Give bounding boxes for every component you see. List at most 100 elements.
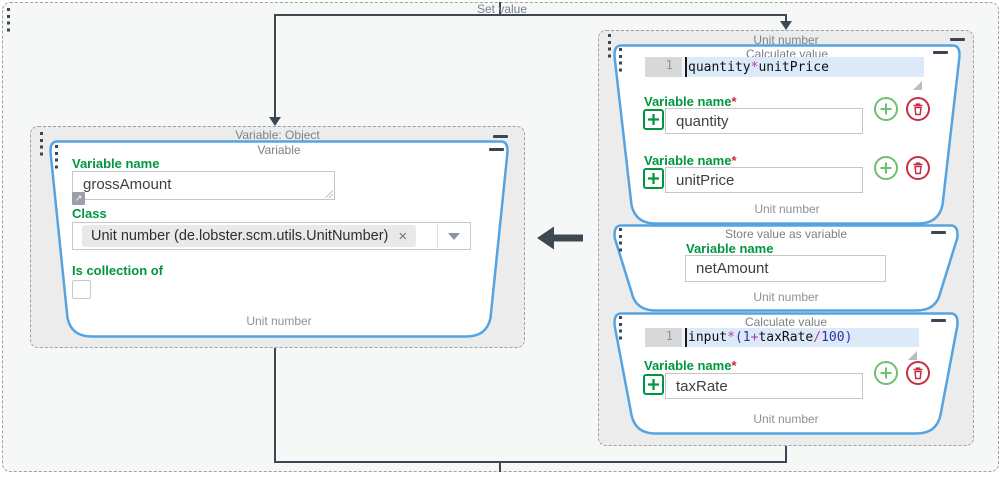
code-token: 100: [821, 330, 844, 345]
expression-editor: 1 quantity * unitPrice: [645, 57, 924, 77]
text-caret: [685, 57, 687, 77]
minimize-button[interactable]: [933, 51, 948, 54]
required-star: *: [731, 94, 736, 109]
variable-name-label: Variable name*: [644, 153, 737, 168]
code-token: *: [727, 330, 735, 345]
add-parameter-button[interactable]: [874, 156, 898, 180]
insert-variable-button[interactable]: [643, 374, 664, 395]
code-token: input: [688, 330, 727, 345]
resize-grip-icon[interactable]: [324, 189, 333, 198]
drag-handle[interactable]: [619, 228, 622, 252]
code-token: *: [751, 60, 759, 75]
minimize-button[interactable]: [493, 135, 508, 138]
minimize-button[interactable]: [489, 148, 504, 151]
variable-name-label: Variable name: [72, 156, 159, 171]
node-title: Store value as variable: [652, 227, 920, 241]
required-star: *: [731, 358, 736, 373]
code-token: 1: [743, 330, 751, 345]
plus-icon: [647, 172, 660, 185]
expression-editor: 1 input * ( 1 + taxRate / 100 ): [645, 328, 919, 347]
label-text: Variable name: [686, 241, 773, 256]
node-footer: Unit number: [48, 314, 510, 328]
class-chip: Unit number (de.lobster.scm.utils.UnitNu…: [82, 225, 416, 247]
variable-name-input[interactable]: [685, 255, 886, 282]
remove-class-icon[interactable]: ×: [398, 229, 407, 244]
connector-bottom-horizontal: [274, 461, 787, 463]
minimize-button[interactable]: [931, 231, 946, 234]
trash-icon: [911, 102, 925, 116]
plus-icon: [879, 161, 893, 175]
minimize-button[interactable]: [950, 38, 965, 41]
plus-icon: [647, 113, 660, 126]
connector-bottom-exit: [499, 461, 501, 472]
node-footer: Unit number: [612, 290, 960, 304]
plus-icon: [647, 378, 660, 391]
flow-direction-arrow-icon: [537, 224, 583, 252]
calculate-value-node-2: Calculate value 1 input * ( 1 + taxRate …: [612, 312, 960, 435]
delete-parameter-button[interactable]: [906, 97, 930, 121]
node-footer: Unit number: [612, 412, 960, 426]
class-label: Class: [72, 206, 107, 221]
class-combobox[interactable]: Unit number (de.lobster.scm.utils.UnitNu…: [72, 222, 471, 250]
label-text: Variable name: [644, 153, 731, 168]
drag-handle[interactable]: [619, 48, 622, 72]
node-title: Variable: [88, 143, 470, 157]
insert-variable-button[interactable]: [643, 109, 664, 130]
variable-name-label: Variable name*: [644, 94, 737, 109]
line-number: 1: [645, 57, 682, 77]
trash-icon: [911, 366, 925, 380]
trash-icon: [911, 161, 925, 175]
is-collection-label: Is collection of: [72, 263, 163, 278]
class-dropdown-button[interactable]: [437, 223, 470, 249]
code-token: ): [845, 330, 853, 345]
minimize-button[interactable]: [931, 319, 946, 322]
text-caret: [685, 328, 687, 347]
chevron-down-icon: [448, 233, 460, 240]
delete-parameter-button[interactable]: [906, 156, 930, 180]
add-parameter-button[interactable]: [874, 97, 898, 121]
node-title: Calculate value: [652, 315, 920, 329]
connector-to-left-group: [274, 14, 276, 118]
delete-parameter-button[interactable]: [906, 361, 930, 385]
set-value-title: Set value: [0, 2, 1004, 16]
drag-handle[interactable]: [55, 145, 58, 169]
variable-name-label: Variable name: [686, 241, 773, 256]
node-footer: Unit number: [612, 202, 962, 216]
variable-name-input[interactable]: [665, 108, 863, 134]
is-collection-checkbox[interactable]: [72, 280, 91, 299]
expand-arrow-icon[interactable]: ↗: [72, 192, 85, 205]
line-number: 1: [645, 328, 682, 347]
drag-handle[interactable]: [619, 316, 622, 340]
add-parameter-button[interactable]: [874, 361, 898, 385]
variable-node: Variable Variable name grossAmount ↗ Cla…: [48, 140, 510, 338]
variable-name-field[interactable]: grossAmount ↗: [72, 171, 335, 200]
arrowhead-right-group: [780, 21, 792, 30]
code-token: quantity: [688, 60, 751, 75]
arrowhead-left-group: [269, 117, 281, 126]
expression-code[interactable]: quantity * unitPrice: [685, 57, 924, 77]
resize-grip-icon[interactable]: [913, 81, 922, 90]
code-token: taxRate: [758, 330, 813, 345]
calculate-value-node-1: Calculate value 1 quantity * unitPrice V…: [612, 44, 962, 225]
connector-bottom-left: [274, 348, 276, 463]
variable-name-label: Variable name*: [644, 358, 737, 373]
label-text: Variable name: [644, 94, 731, 109]
resize-grip-icon[interactable]: [908, 351, 917, 360]
code-token: unitPrice: [758, 60, 828, 75]
code-token: +: [751, 330, 759, 345]
variable-name-input[interactable]: [665, 167, 863, 193]
plus-icon: [879, 102, 893, 116]
label-text: Variable name: [72, 156, 159, 171]
code-token: /: [813, 330, 821, 345]
required-star: *: [731, 153, 736, 168]
expression-code[interactable]: input * ( 1 + taxRate / 100 ): [685, 328, 919, 347]
label-text: Variable name: [644, 358, 731, 373]
code-token: (: [735, 330, 743, 345]
plus-icon: [879, 366, 893, 380]
variable-name-input[interactable]: [665, 373, 863, 399]
label-text: Is collection of: [72, 263, 163, 278]
insert-variable-button[interactable]: [643, 168, 664, 189]
variable-name-value: grossAmount: [83, 176, 171, 193]
label-text: Class: [72, 206, 107, 221]
